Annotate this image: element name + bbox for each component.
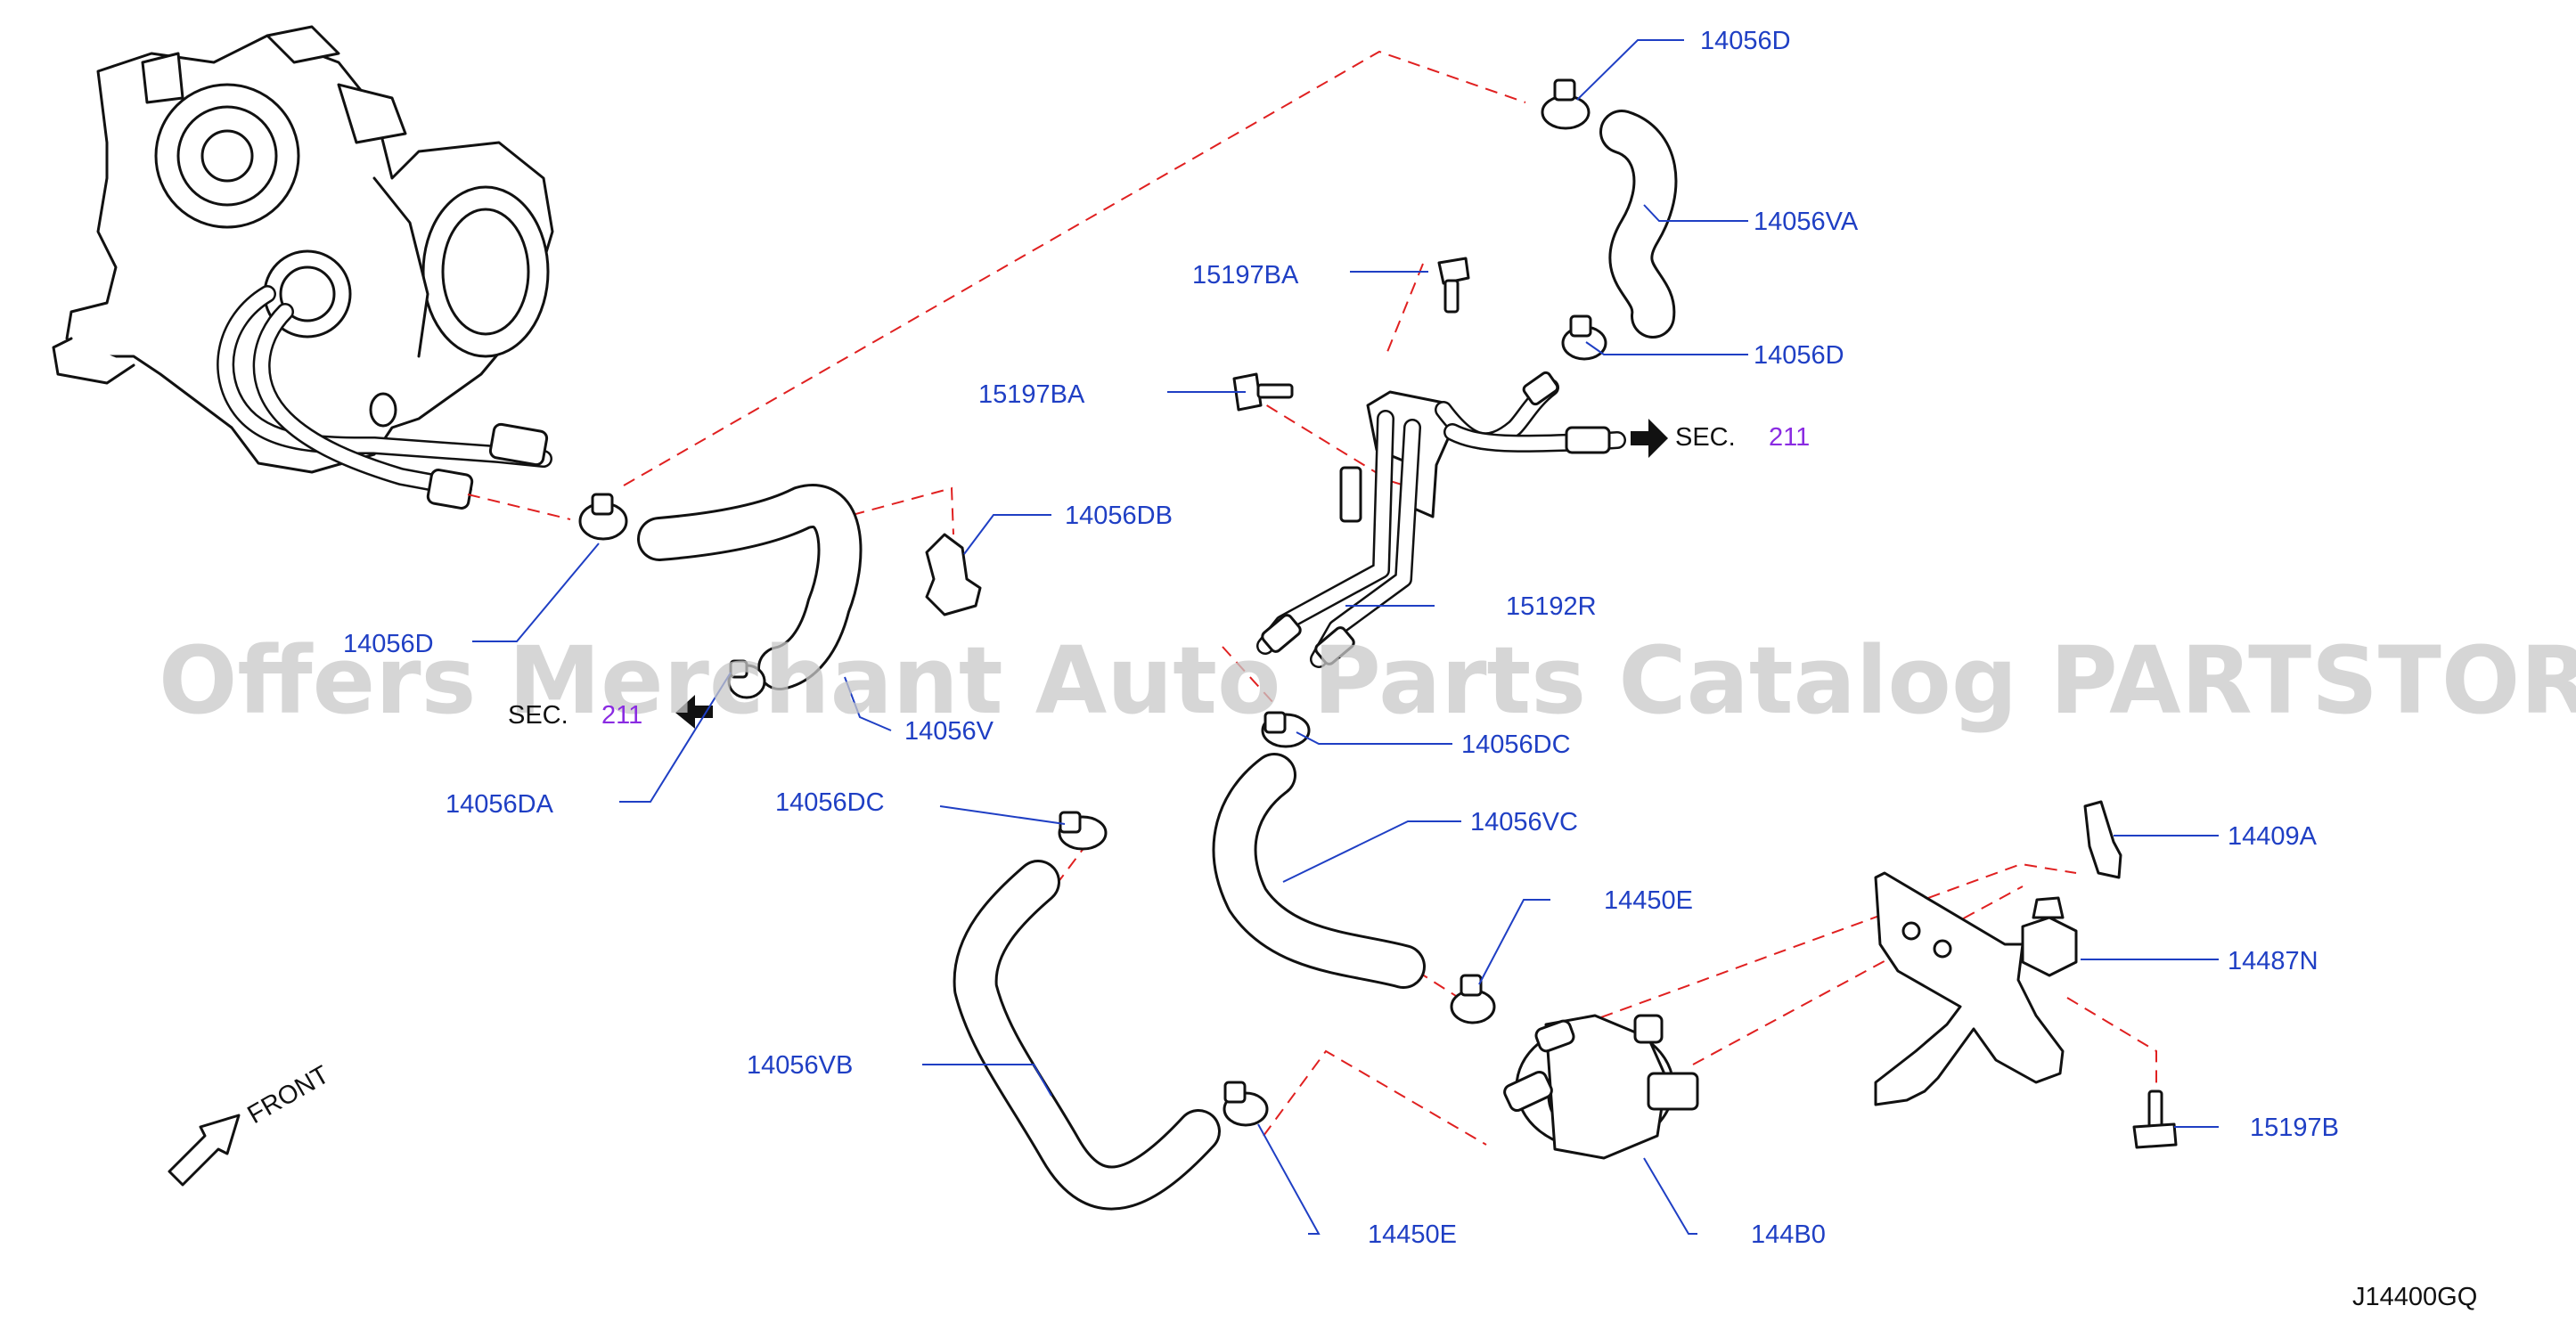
- hose-14056VA: [1599, 110, 1678, 339]
- part-label-14487N[interactable]: 14487N: [2228, 947, 2318, 975]
- part-label-144B0[interactable]: 144B0: [1751, 1220, 1826, 1249]
- part-label-14056DC-right[interactable]: 14056DC: [1461, 730, 1571, 759]
- hose-14056VC: [1212, 753, 1426, 989]
- bolt-15197BA-lower: [1232, 372, 1294, 412]
- part-label-14056D-top[interactable]: 14056D: [1700, 27, 1791, 55]
- pipe-assembly-15192R: [1256, 371, 1626, 668]
- clamp-14056DC-left: [1058, 811, 1108, 851]
- bracket-14487N: [1874, 871, 2078, 1106]
- part-label-14056D-left[interactable]: 14056D: [343, 630, 434, 658]
- arrow-right-icon: [1631, 419, 1668, 458]
- clamp-14056DC-right: [1261, 711, 1311, 748]
- section-ref-left-number[interactable]: 211: [601, 701, 642, 730]
- clamp-14056D-mid: [1561, 314, 1607, 361]
- clamp-14450E-lower: [1223, 1081, 1269, 1127]
- clamp-14450E-upper: [1450, 974, 1496, 1024]
- front-direction-label: FRONT: [243, 1060, 335, 1130]
- part-label-14056VC[interactable]: 14056VC: [1470, 808, 1578, 836]
- section-ref-right-prefix: SEC.: [1675, 423, 1736, 452]
- water-pump-144B0: [1503, 1014, 1699, 1160]
- part-label-15197BA-lower[interactable]: 15197BA: [978, 380, 1085, 409]
- arrow-left-icon: [675, 695, 713, 729]
- hose-14056VB: [953, 860, 1221, 1211]
- hose-14056V: [637, 484, 863, 690]
- part-label-14450E-lower[interactable]: 14450E: [1368, 1220, 1457, 1249]
- part-label-14056DA[interactable]: 14056DA: [446, 790, 554, 819]
- part-label-14056VA[interactable]: 14056VA: [1754, 208, 1859, 236]
- part-label-14056DC-left[interactable]: 14056DC: [775, 788, 885, 817]
- clip-14056DB: [925, 533, 982, 616]
- section-ref-left-prefix: SEC.: [508, 701, 568, 730]
- front-arrow-icon: [168, 1114, 241, 1187]
- part-label-14409A[interactable]: 14409A: [2228, 822, 2318, 851]
- part-label-15197B[interactable]: 15197B: [2250, 1114, 2339, 1142]
- bolt-15197BA-upper: [1437, 257, 1470, 314]
- clamp-14056DA: [727, 659, 766, 699]
- part-label-14056DB[interactable]: 14056DB: [1065, 502, 1173, 530]
- leader-lines: [472, 39, 2219, 1235]
- part-label-15197BA-upper[interactable]: 15197BA: [1192, 261, 1299, 290]
- assembly-dashed-lines: [467, 50, 2157, 1146]
- part-label-14056D-mid[interactable]: 14056D: [1754, 341, 1844, 370]
- bolt-15197B: [2132, 1089, 2178, 1149]
- watermark-text: Offers Merchant Auto Parts Catalog PARTS…: [159, 626, 2576, 735]
- diagram-code: J14400GQ: [2352, 1283, 2477, 1311]
- part-label-14450E-upper[interactable]: 14450E: [1604, 886, 1693, 915]
- bracket-14409A: [2083, 800, 2122, 879]
- clamp-14056D-left: [578, 493, 628, 541]
- section-ref-right-number[interactable]: 211: [1769, 423, 1810, 452]
- turbocharger-illustration: [52, 25, 554, 510]
- part-label-14056VB[interactable]: 14056VB: [747, 1051, 853, 1080]
- part-label-14056V[interactable]: 14056V: [904, 717, 994, 746]
- clamp-14056D-top: [1541, 78, 1591, 130]
- part-label-15192R[interactable]: 15192R: [1506, 592, 1597, 621]
